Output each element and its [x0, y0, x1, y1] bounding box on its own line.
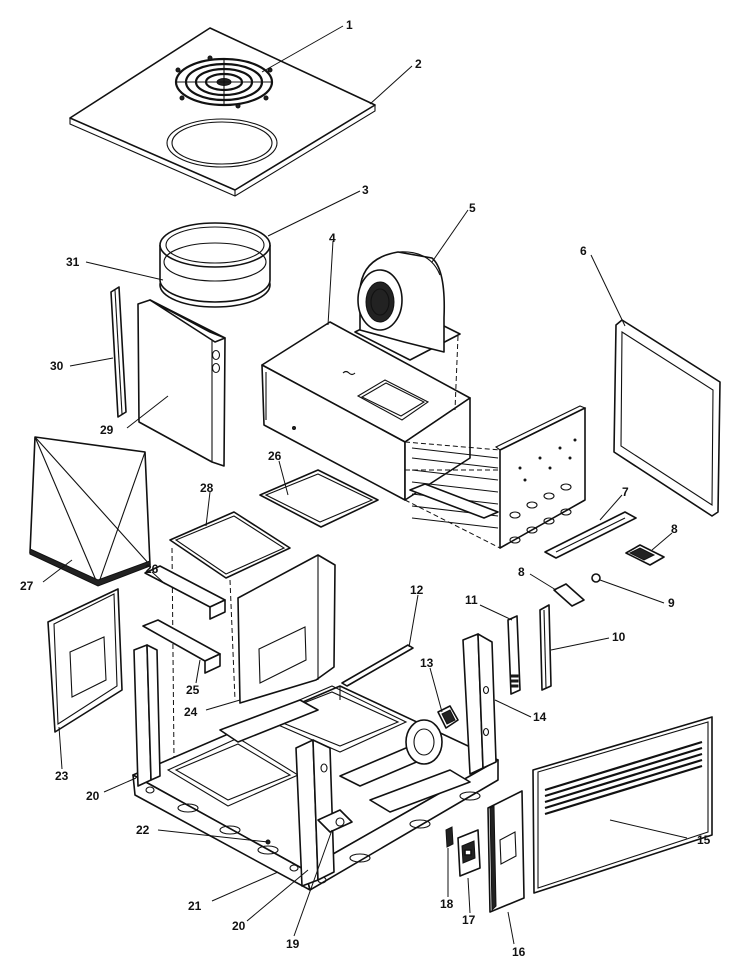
callout-28: 28 [200, 481, 214, 495]
callout-4: 4 [329, 231, 336, 245]
callout-8-left: 8 [518, 565, 525, 579]
heat-exchanger [404, 405, 587, 549]
callout-11: 11 [465, 593, 478, 607]
callout-20-front: 20 [232, 919, 246, 933]
side-panel-left [47, 588, 123, 733]
control-module [457, 829, 481, 877]
callout-21: 21 [188, 899, 202, 913]
grommet [591, 573, 601, 583]
blower-compartment [261, 321, 471, 501]
corner-strip [110, 286, 127, 418]
callout-17: 17 [462, 913, 476, 927]
callout-22: 22 [136, 823, 150, 837]
fan-grille [174, 55, 274, 109]
filter-upper [259, 469, 379, 528]
callout-3: 3 [362, 183, 369, 197]
burner-ports [509, 483, 572, 544]
top-panel [69, 27, 376, 197]
rail-26 [144, 565, 226, 620]
callout-6: 6 [580, 244, 587, 258]
callout-18: 18 [440, 897, 454, 911]
callout-16: 16 [512, 945, 526, 959]
blower-wheel [354, 251, 461, 411]
callout-25: 25 [186, 683, 200, 697]
access-panel-right [613, 319, 721, 517]
callout-24: 24 [184, 705, 198, 719]
control-cover [532, 716, 713, 894]
callout-19: 19 [286, 937, 300, 951]
louver-vents [544, 740, 703, 816]
filter-lower [169, 511, 291, 761]
corner-post-right [462, 633, 497, 775]
callout-23: 23 [55, 769, 69, 783]
bracket-8-left [553, 583, 585, 607]
callout-27: 27 [20, 579, 34, 593]
callout-13: 13 [420, 656, 434, 670]
corner-post-left [133, 644, 161, 787]
fan-orifice-ring [159, 222, 271, 308]
partition-panel [137, 299, 226, 467]
bracket-7 [544, 511, 637, 559]
callout-14: 14 [533, 710, 547, 724]
leader-lines [42, 25, 688, 945]
bracket-8-right [625, 544, 665, 566]
channel-11 [507, 615, 521, 695]
callout-26-filter: 26 [268, 449, 282, 463]
callout-7: 7 [622, 485, 629, 499]
callout-12: 12 [410, 583, 424, 597]
callout-1: 1 [346, 18, 353, 32]
callout-15: 15 [697, 833, 711, 847]
filter-rack [29, 436, 151, 587]
channel-10 [539, 604, 552, 691]
switch [445, 826, 454, 848]
callout-8-right: 8 [671, 522, 678, 536]
callout-20-left: 20 [86, 789, 100, 803]
inducer-motor [405, 705, 459, 765]
callout-26-rail: 26 [145, 562, 159, 576]
callout-10: 10 [612, 630, 626, 644]
rail-25 [142, 619, 221, 674]
corner-post-front [295, 739, 335, 887]
callout-29: 29 [100, 423, 114, 437]
callout-5: 5 [469, 201, 476, 215]
door-panel [487, 790, 525, 913]
callout-labels: 1 2 3 4 5 6 7 8 8 9 10 11 12 13 14 15 16… [20, 18, 711, 959]
callout-2: 2 [415, 57, 422, 71]
drain-fitting [317, 809, 353, 833]
callout-30: 30 [50, 359, 64, 373]
divider-panel [237, 554, 336, 704]
callout-9: 9 [668, 596, 675, 610]
callout-31: 31 [66, 255, 80, 269]
rail-12 [341, 644, 414, 687]
